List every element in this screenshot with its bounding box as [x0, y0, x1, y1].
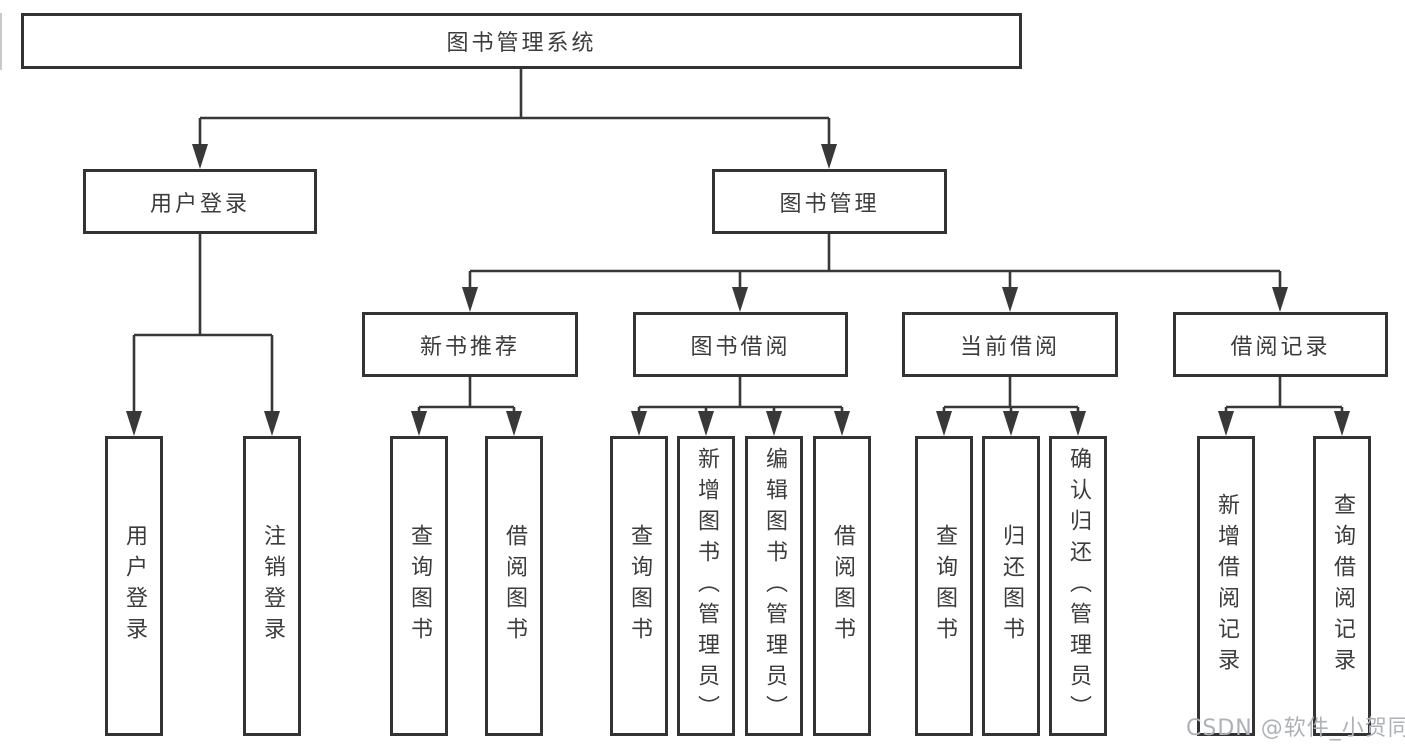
leaf-query-books-borrow: 查询图书: [610, 436, 668, 736]
leaf-edit-book-admin: 编辑图书（管理员）: [745, 436, 803, 736]
arrowhead-down-icon: [698, 411, 714, 436]
arrowhead-down-icon: [264, 411, 280, 436]
node-book-management: 图书管理: [712, 169, 947, 234]
arrowhead-down-icon: [1334, 411, 1350, 436]
node-user-login: 用户登录: [83, 169, 317, 234]
node-new-book-recommend: 新书推荐: [362, 312, 578, 377]
leaf-return-book: 归还图书: [982, 436, 1040, 736]
connector-new-book-to-leaves: [411, 377, 522, 436]
arrowhead-down-icon: [1002, 287, 1018, 312]
arrowhead-down-icon: [834, 411, 850, 436]
leaf-logout-login: 注销登录: [243, 436, 301, 736]
arrowhead-down-icon: [1218, 411, 1234, 436]
connector-line: [198, 69, 831, 150]
arrowhead-down-icon: [1003, 411, 1019, 436]
arrowhead-down-icon: [462, 287, 478, 312]
leaf-add-book-admin: 新增图书（管理员）: [677, 436, 735, 736]
node-book-borrow: 图书借阅: [633, 312, 848, 377]
arrowhead-down-icon: [192, 144, 208, 169]
arrowhead-down-icon: [766, 411, 782, 436]
arrowhead-down-icon: [1070, 411, 1086, 436]
connector-current-borrow-to-leaves: [936, 377, 1086, 436]
leaf-query-borrow-record: 查询借阅记录: [1313, 436, 1371, 736]
left-edge-artifact: [0, 13, 2, 70]
connector-line: [132, 234, 274, 418]
arrowhead-down-icon: [631, 411, 647, 436]
leaf-confirm-return-admin: 确认归还（管理员）: [1049, 436, 1107, 736]
connector-line: [637, 377, 844, 418]
arrowhead-down-icon: [1272, 287, 1288, 312]
arrowhead-down-icon: [506, 411, 522, 436]
node-current-borrow: 当前借阅: [902, 312, 1118, 377]
connector-line: [417, 377, 516, 418]
arrowhead-down-icon: [732, 287, 748, 312]
node-library-management-system: 图书管理系统: [21, 13, 1022, 69]
arrowhead-down-icon: [936, 411, 952, 436]
connector-line: [468, 234, 1282, 295]
connector-root-to-level2: [192, 69, 837, 169]
connector-borrow-records-to-leaves: [1218, 377, 1350, 436]
leaf-borrow-books-2: 借阅图书: [813, 436, 871, 736]
leaf-user-login: 用户登录: [105, 436, 163, 736]
arrowhead-down-icon: [821, 144, 837, 169]
connector-book-borrow-to-leaves: [631, 377, 850, 436]
leaf-query-books-current: 查询图书: [915, 436, 973, 736]
csdn-watermark: CSDN @软件_小贺同学: [1186, 716, 1405, 741]
connector-line: [1224, 377, 1344, 418]
connector-book-management-to-level3: [462, 234, 1288, 312]
connector-user-login-to-leaves: [126, 234, 280, 436]
leaf-borrow-books-recommend: 借阅图书: [485, 436, 543, 736]
node-borrow-records: 借阅记录: [1173, 312, 1388, 377]
leaf-query-books-recommend: 查询图书: [390, 436, 448, 736]
leaf-add-borrow-record: 新增借阅记录: [1197, 436, 1255, 736]
arrowhead-down-icon: [126, 411, 142, 436]
arrowhead-down-icon: [411, 411, 427, 436]
